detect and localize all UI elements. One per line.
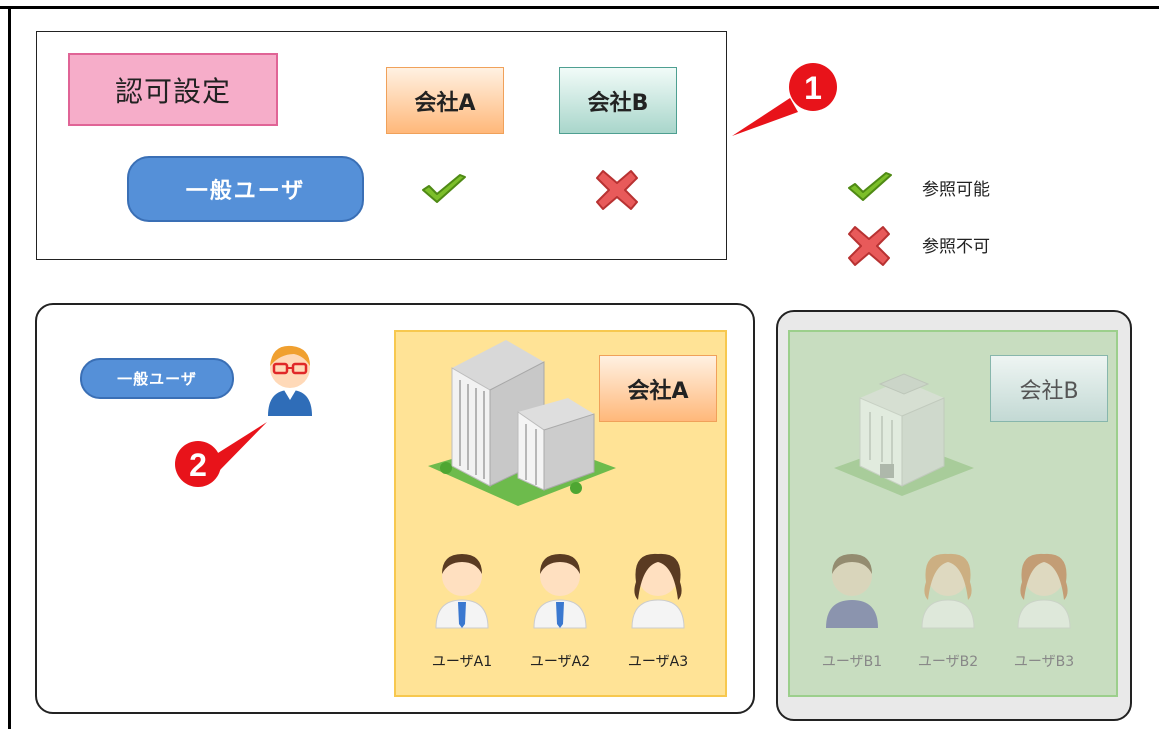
- company-a-label: 会社A: [599, 355, 717, 422]
- user-a1-label: ユーザA1: [431, 654, 493, 670]
- company-b-label: 会社B: [990, 355, 1108, 422]
- cross-icon: [596, 170, 638, 210]
- legend-check-icon: [848, 172, 892, 201]
- user-a1-avatar-icon: [435, 554, 489, 629]
- callout-marker-2: 2: [175, 422, 267, 487]
- user-b2-avatar-icon: [921, 553, 975, 629]
- user-a3-label: ユーザA3: [627, 654, 689, 670]
- authorization-settings-title: 認可設定: [68, 53, 278, 126]
- general-user-role-pill-small: 一般ユーザ: [80, 358, 234, 399]
- user-b1-avatar-icon: [826, 554, 878, 628]
- callout-marker-1: 1: [732, 63, 837, 136]
- user-b1-label: ユーザB1: [821, 654, 883, 670]
- user-a2-avatar-icon: [533, 554, 587, 629]
- legend-denied-label: 参照不可: [922, 237, 990, 257]
- legend-allowed-label: 参照可能: [922, 180, 990, 200]
- company-b-column-header: 会社B: [559, 67, 677, 134]
- general-user-role-pill: 一般ユーザ: [127, 156, 364, 222]
- frame-left-border: [8, 6, 11, 729]
- legend-cross-icon: [848, 226, 890, 266]
- user-b3-avatar-icon: [1017, 553, 1071, 629]
- user-a2-label: ユーザA2: [529, 654, 591, 670]
- marker-1-number: 1: [804, 70, 822, 106]
- check-icon: [422, 174, 466, 203]
- company-a-column-header: 会社A: [386, 67, 504, 134]
- current-user-avatar-icon: [268, 345, 312, 416]
- user-b3-label: ユーザB3: [1013, 654, 1075, 670]
- user-a3-avatar-icon: [631, 553, 685, 629]
- user-b2-label: ユーザB2: [917, 654, 979, 670]
- company-a-building-icon: [428, 340, 616, 506]
- company-b-building-icon: [834, 373, 974, 496]
- marker-2-number: 2: [189, 447, 207, 483]
- frame-top-border: [0, 6, 1159, 9]
